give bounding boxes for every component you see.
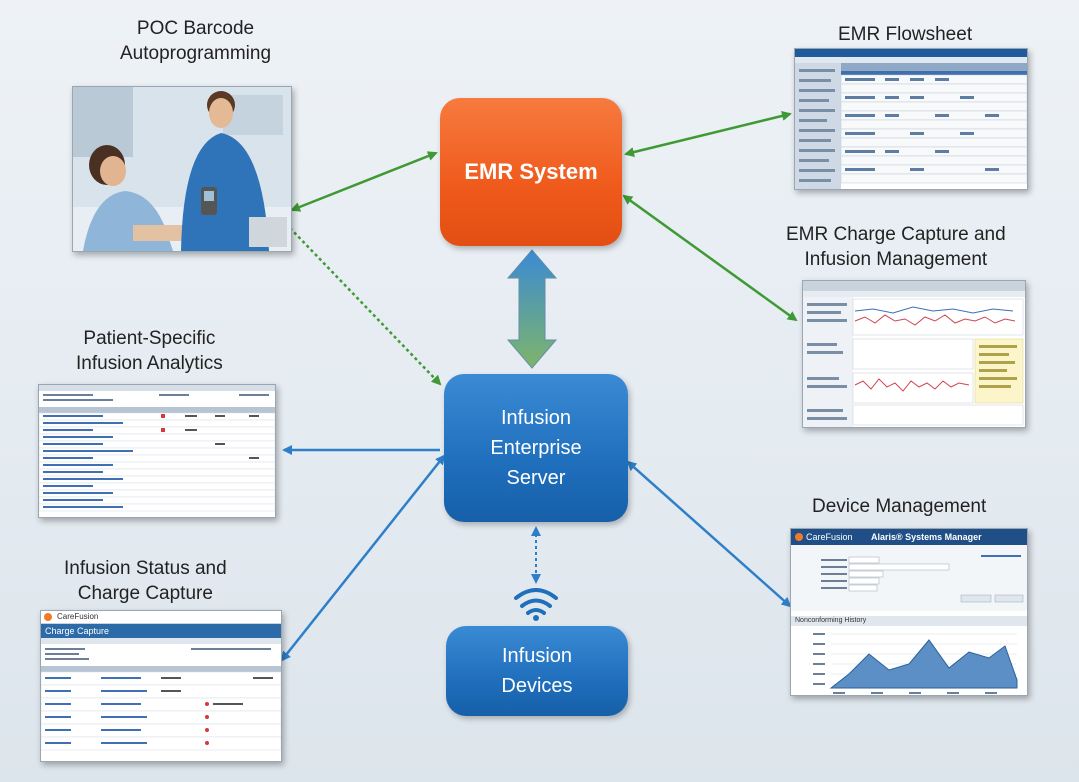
node-label: Infusion: [500, 407, 572, 429]
node-label: Devices: [501, 675, 573, 697]
label-emr-flowsheet: EMR Flowsheet: [838, 24, 973, 45]
link-poc-server: [289, 227, 442, 386]
node-label: Infusion: [501, 645, 573, 667]
label-line: Charge Capture: [77, 583, 213, 604]
status-header: CareFusion: [41, 611, 281, 624]
label-line: Infusion Management: [804, 249, 988, 270]
infusion-management-charts: [803, 281, 1025, 427]
chart-title-bar: Nonconforming History: [791, 616, 1027, 626]
wifi-icon: [514, 588, 558, 621]
label-line: POC Barcode: [136, 18, 255, 39]
node-label: Server: [506, 467, 566, 489]
emr-system-node: EMR System: [440, 98, 622, 246]
label-line: Infusion Status and: [64, 558, 227, 579]
brand-name: CareFusion: [57, 612, 99, 621]
label-infusion-status: Infusion Status and Charge Capture: [64, 556, 227, 606]
node-label: Enterprise: [490, 437, 582, 459]
poc-barcode-photo: [72, 86, 292, 252]
label-line: Infusion Analytics: [76, 353, 223, 374]
label-poc-barcode: POC Barcode Autoprogramming: [120, 16, 271, 66]
brand-logo-icon: [795, 533, 803, 541]
link-server-status: [280, 454, 446, 662]
flowsheet-table: [795, 49, 1027, 189]
label-device-management: Device Management: [812, 496, 987, 517]
double-arrow: [506, 249, 558, 369]
label-patient-analytics: Patient-Specific Infusion Analytics: [76, 326, 223, 376]
patient-analytics-screen: [38, 384, 276, 518]
nonconforming-area-chart: [791, 626, 1027, 695]
filter-form: [791, 545, 1027, 611]
analytics-table: [39, 385, 275, 512]
brand-name: CareFusion: [806, 532, 853, 542]
link-emr-flowsheet: [624, 111, 792, 157]
app-title: Alaris® Systems Manager: [871, 532, 982, 542]
brand-logo-icon: [44, 613, 52, 621]
charge-capture-table: [41, 638, 281, 751]
link-poc-emr: [290, 151, 438, 212]
label-line: EMR Charge Capture and: [786, 224, 1006, 245]
emr-flowsheet-screen: [794, 48, 1028, 190]
clinician-patient-illustration: [73, 87, 291, 251]
link-server-device-mgmt: [626, 460, 792, 608]
device-header: CareFusion Alaris® Systems Manager: [791, 529, 1027, 545]
label-line: Patient-Specific: [83, 328, 216, 349]
node-label: EMR System: [464, 159, 598, 184]
infusion-server-node: Infusion Enterprise Server: [444, 374, 628, 522]
link-emr-charge: [622, 194, 798, 322]
infusion-devices-node: Infusion Devices: [446, 626, 628, 716]
label-emr-charge-capture: EMR Charge Capture and Infusion Manageme…: [786, 222, 1006, 272]
status-title-bar: Charge Capture: [41, 624, 281, 638]
device-management-screen: CareFusion Alaris® Systems Manager Nonco…: [790, 528, 1028, 696]
infusion-status-screen: CareFusion Charge Capture: [40, 610, 282, 762]
emr-charge-capture-screen: [802, 280, 1026, 428]
label-line: Autoprogramming: [120, 43, 272, 64]
